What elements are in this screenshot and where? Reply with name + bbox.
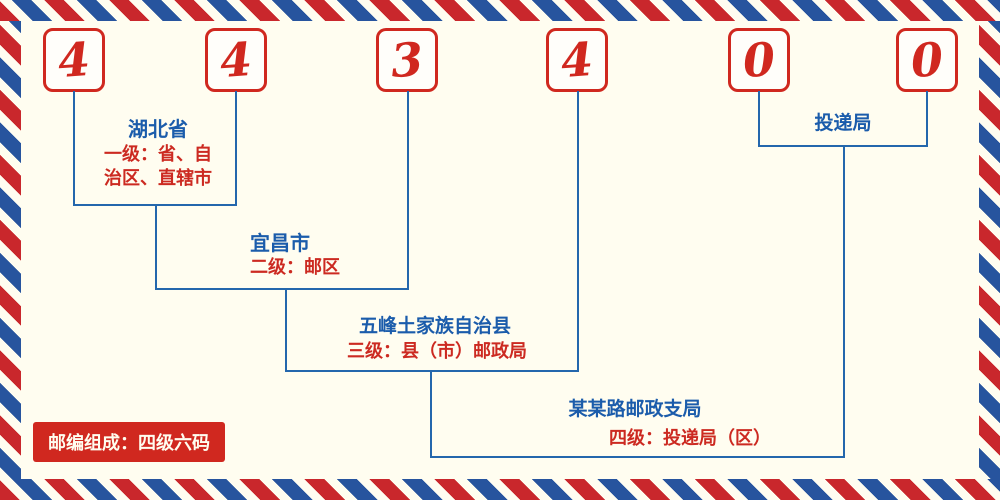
level3-county-name: 五峰土家族自治县 bbox=[358, 315, 511, 337]
level4-branch-name: 某某路邮政支局 bbox=[568, 398, 702, 420]
postal-digit-box-2: 4 bbox=[205, 28, 267, 92]
connector-level1-right bbox=[235, 91, 237, 206]
airmail-border-right bbox=[979, 0, 1000, 500]
postal-digit-3: 3 bbox=[389, 31, 425, 89]
level2-city-name: 宜昌市 bbox=[250, 231, 310, 255]
airmail-border-bottom bbox=[0, 479, 1000, 500]
connector-level1-left bbox=[73, 91, 75, 206]
connector-level3-bottom bbox=[285, 370, 579, 372]
postal-digit-1: 4 bbox=[56, 31, 92, 89]
level3-desc: 三级：县（市）邮政局 bbox=[347, 341, 527, 362]
postal-digit-6: 0 bbox=[909, 31, 945, 89]
level1-region-name: 湖北省 bbox=[128, 117, 188, 141]
connector-level2-bottom bbox=[155, 288, 409, 290]
postal-digit-2: 4 bbox=[218, 31, 254, 89]
delivery-office-label: 投递局 bbox=[814, 112, 872, 134]
connector-level4-bottom bbox=[430, 456, 845, 458]
airmail-border-top bbox=[0, 0, 1000, 21]
connector-delivery-right bbox=[926, 91, 928, 147]
level1-desc-line1: 一级：省、自 bbox=[104, 144, 212, 165]
postal-digit-4: 4 bbox=[559, 31, 595, 89]
postal-digit-box-6: 0 bbox=[896, 28, 958, 92]
connector-level4-right bbox=[843, 145, 845, 458]
connector-level2-right bbox=[407, 91, 409, 290]
postal-digit-box-5: 0 bbox=[728, 28, 790, 92]
postal-code-composition-badge: 邮编组成：四级六码 bbox=[33, 422, 225, 462]
level1-desc-line2: 治区、直辖市 bbox=[104, 168, 212, 189]
connector-level3-right bbox=[577, 91, 579, 372]
connector-level2-left bbox=[155, 204, 157, 290]
postal-digit-5: 0 bbox=[741, 31, 777, 89]
postal-digit-box-4: 4 bbox=[546, 28, 608, 92]
connector-level3-left bbox=[285, 288, 287, 372]
airmail-border-left bbox=[0, 0, 21, 500]
postal-digit-box-1: 4 bbox=[43, 28, 105, 92]
postal-digit-box-3: 3 bbox=[376, 28, 438, 92]
connector-delivery-left bbox=[758, 91, 760, 147]
level2-desc: 二级：邮区 bbox=[250, 257, 340, 278]
level4-desc: 四级：投递局（区） bbox=[609, 428, 771, 449]
connector-level4-left bbox=[430, 370, 432, 458]
